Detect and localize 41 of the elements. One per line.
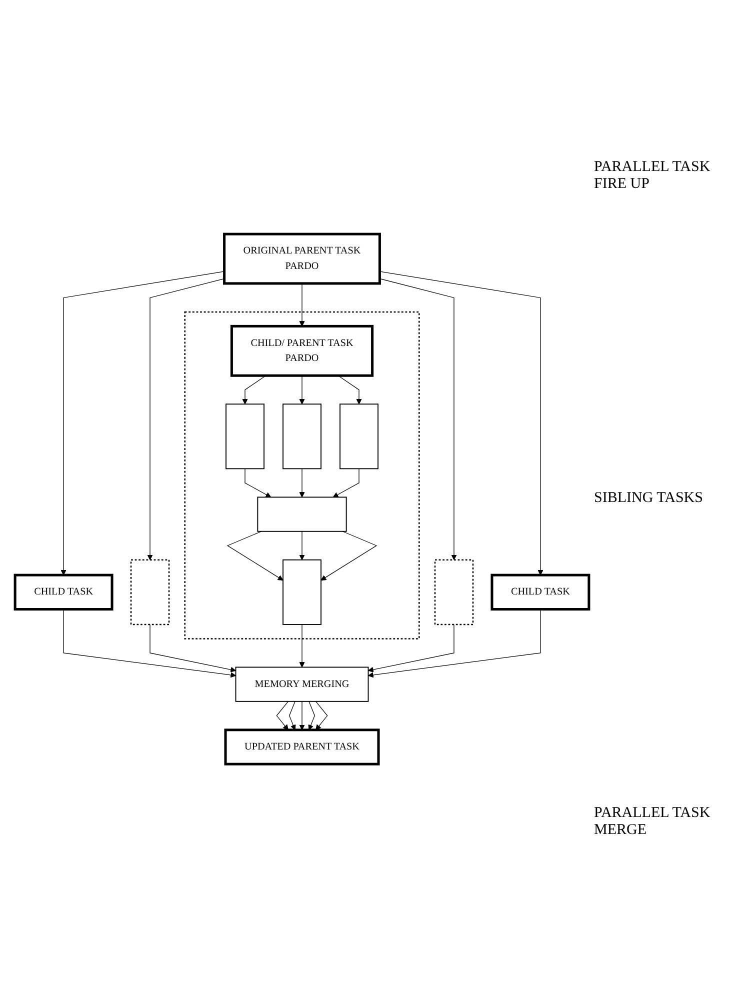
annotation-text: PARALLEL TASK MERGE xyxy=(594,805,712,840)
annotation-text: PARALLEL TASK FIRE UP xyxy=(594,158,712,193)
arrow xyxy=(299,624,305,668)
node-box xyxy=(130,559,170,626)
arrow xyxy=(338,375,362,404)
arrow xyxy=(226,530,284,580)
node-box: CHILD TASK xyxy=(490,574,590,610)
arrow xyxy=(63,608,236,678)
node-box xyxy=(282,404,322,470)
node-box: MEMORY MERGING xyxy=(235,666,369,702)
arrow xyxy=(316,701,328,730)
arrow xyxy=(60,271,225,576)
arrow xyxy=(379,278,457,560)
arrow xyxy=(299,283,305,326)
arrow xyxy=(299,530,305,560)
node-box xyxy=(282,559,322,625)
arrow xyxy=(150,624,236,672)
arrow xyxy=(147,278,225,560)
arrow xyxy=(379,271,544,576)
node-box: CHILD/ PARENT TASK PARDO xyxy=(230,324,374,377)
node-bar xyxy=(257,496,347,532)
arrow xyxy=(368,608,541,678)
arrow xyxy=(332,468,360,498)
arrow xyxy=(244,468,272,498)
cluster xyxy=(184,311,420,640)
arrow xyxy=(289,701,296,730)
arrow xyxy=(299,375,305,404)
annotation-text: SIBLING TASKS xyxy=(594,490,704,508)
node-box: ORIGINAL PARENT TASK PARDO xyxy=(223,232,381,285)
arrow xyxy=(368,624,454,672)
node-box: UPDATED PARENT TASK xyxy=(224,728,380,766)
node-box xyxy=(226,404,264,470)
arrow xyxy=(276,701,288,730)
node-box xyxy=(434,559,474,626)
node-box: CHILD TASK xyxy=(14,574,114,610)
arrow xyxy=(299,468,305,498)
arrow xyxy=(308,701,315,730)
node-box xyxy=(340,404,378,470)
arrow xyxy=(299,701,305,730)
arrow xyxy=(242,375,266,404)
arrow xyxy=(320,530,378,580)
